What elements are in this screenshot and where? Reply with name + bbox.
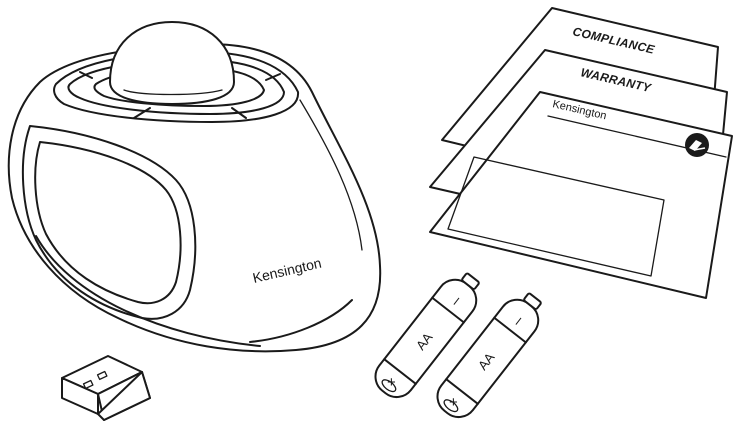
trackball-device: Kensington [7,21,382,353]
documents-stack: COMPLIANCE WARRANTY Kensington [429,7,733,299]
aa-battery-2: + AA – [436,292,542,419]
guide-badge-icon [685,133,709,157]
usb-receiver [61,355,151,421]
battery-1-plus: + [387,374,396,391]
quick-start-guide: Kensington [429,91,733,299]
side-grip-outer [21,125,197,320]
guide-cover-panel [447,156,665,277]
aa-battery-1: + AA – [374,272,480,399]
trackball-ball [109,21,235,105]
battery-2-plus: + [449,394,458,411]
side-grip-inner [34,141,182,305]
